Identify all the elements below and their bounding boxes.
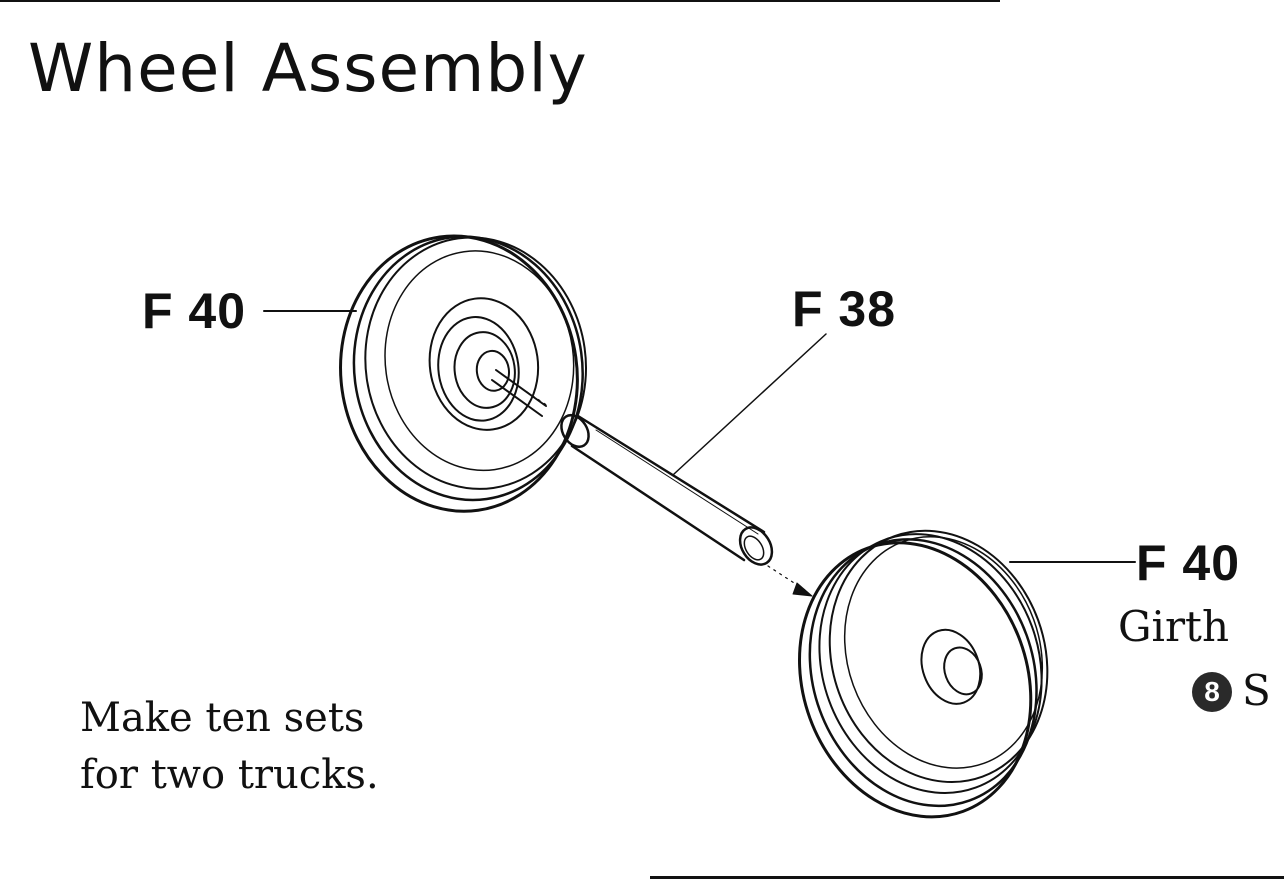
instruction-line-1: Make ten sets [80, 695, 365, 741]
left-axle-stub [491, 369, 549, 417]
page-title: Wheel Assembly [28, 30, 588, 107]
label-right-wheel: F 40 [1136, 535, 1241, 591]
cropped-side-text: S [1242, 666, 1271, 715]
top-rule [0, 0, 1000, 2]
left-wheel [339, 234, 587, 513]
label-axle: F 38 [792, 281, 897, 337]
axle [560, 413, 813, 597]
step-number-badge: 8 [1192, 672, 1232, 712]
label-left-wheel: F 40 [142, 283, 247, 339]
assembly-instruction: Make ten sets for two trucks. [80, 690, 379, 804]
instruction-line-2: for two trucks. [80, 752, 379, 798]
girth-label: Girth [1118, 602, 1229, 651]
leader-axle [673, 333, 827, 475]
bottom-rule [650, 876, 1284, 879]
right-wheel [798, 529, 1049, 819]
